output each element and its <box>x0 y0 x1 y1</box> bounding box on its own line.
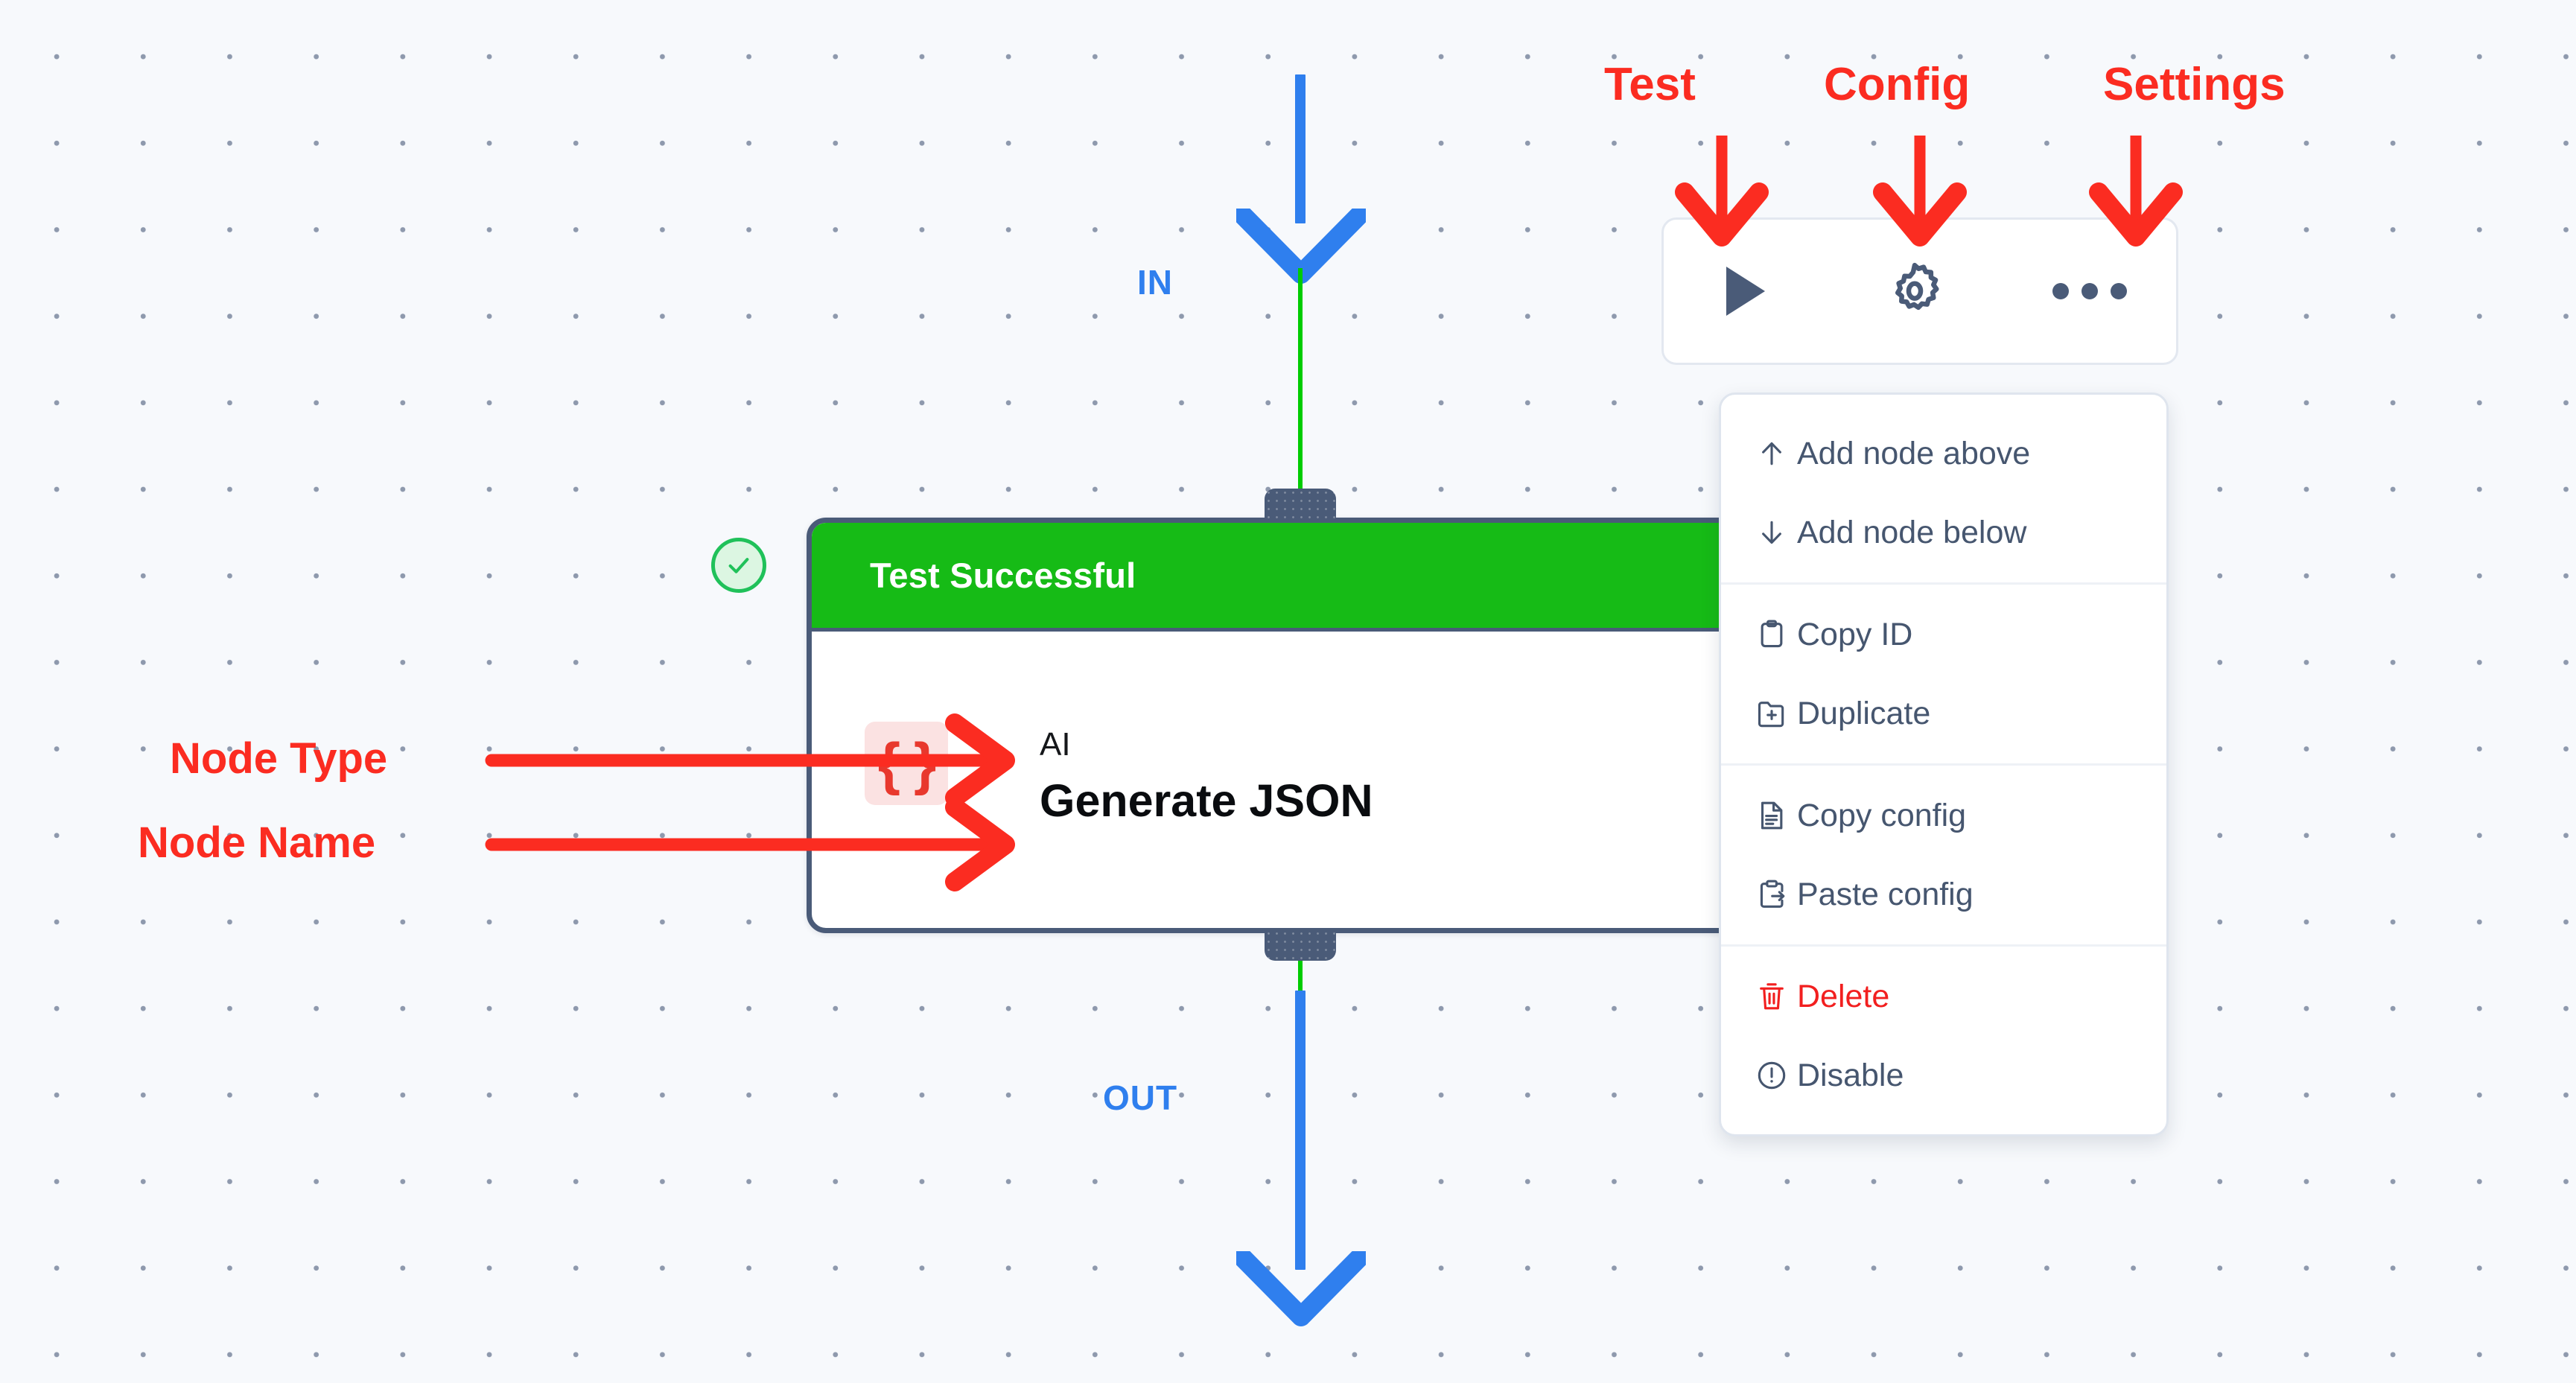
exclamation-circle-icon <box>1755 1059 1797 1092</box>
node-status-title: Test Successful <box>870 556 1136 595</box>
workflow-node[interactable]: Test Successful { } AI Generate JSON <box>807 518 1842 933</box>
menu-item-copy-config[interactable]: Copy config <box>1721 776 2166 855</box>
menu-item-disable[interactable]: Disable <box>1721 1036 2166 1115</box>
trash-icon <box>1755 980 1797 1013</box>
menu-item-add-node-above[interactable]: Add node above <box>1721 414 2166 493</box>
json-braces-icon: { } <box>865 722 948 805</box>
menu-label: Copy ID <box>1797 616 1913 652</box>
menu-item-duplicate[interactable]: Duplicate <box>1721 674 2166 753</box>
gear-icon <box>1895 262 1939 311</box>
folder-plus-icon <box>1755 697 1797 730</box>
node-status-header: Test Successful <box>812 523 1836 632</box>
node-type-label: AI <box>1040 726 1071 763</box>
annotation-node-type: Node Type <box>170 734 388 783</box>
input-wire <box>1295 74 1306 223</box>
node-input-handle[interactable] <box>1265 489 1336 520</box>
settings-button[interactable] <box>2003 220 2176 363</box>
play-icon <box>1726 267 1765 316</box>
node-name-label: Generate JSON <box>1040 775 1373 826</box>
menu-item-copy-id[interactable]: Copy ID <box>1721 595 2166 674</box>
check-icon <box>728 558 749 573</box>
json-braces-glyph: { } <box>877 731 936 796</box>
menu-separator <box>1721 582 2166 585</box>
menu-separator <box>1721 944 2166 947</box>
input-connector-stub <box>1298 268 1303 492</box>
menu-item-delete[interactable]: Delete <box>1721 957 2166 1036</box>
menu-label: Copy config <box>1797 797 1967 833</box>
document-lines-icon <box>1755 799 1797 832</box>
menu-label: Disable <box>1797 1057 1904 1093</box>
annotation-config: Config <box>1824 59 1971 110</box>
config-button[interactable] <box>1826 220 2003 363</box>
menu-label: Add node above <box>1797 435 2031 471</box>
clipboard-icon <box>1755 618 1797 651</box>
output-wire <box>1295 991 1306 1270</box>
output-wire-arrowhead <box>1236 1251 1366 1326</box>
in-label: IN <box>1137 263 1173 302</box>
menu-item-add-node-below[interactable]: Add node below <box>1721 493 2166 572</box>
arrow-up-icon <box>1755 437 1797 470</box>
annotation-test: Test <box>1604 59 1696 110</box>
arrow-down-icon <box>1755 516 1797 549</box>
out-label: OUT <box>1103 1078 1178 1117</box>
annotation-node-name: Node Name <box>138 818 376 867</box>
ellipsis-icon <box>2052 283 2127 299</box>
menu-label: Duplicate <box>1797 695 1931 731</box>
node-output-handle[interactable] <box>1265 929 1336 961</box>
node-body: { } AI Generate JSON <box>812 632 1836 928</box>
menu-separator <box>1721 763 2166 766</box>
menu-label: Paste config <box>1797 876 1974 912</box>
menu-item-paste-config[interactable]: Paste config <box>1721 855 2166 934</box>
menu-label: Delete <box>1797 978 1890 1014</box>
clipboard-arrow-icon <box>1755 878 1797 911</box>
status-badge <box>711 538 766 593</box>
run-button[interactable] <box>1664 220 1826 363</box>
node-toolbar[interactable] <box>1661 217 2178 365</box>
menu-label: Add node below <box>1797 514 2027 550</box>
node-context-menu[interactable]: Add node above Add node below Copy ID <box>1719 392 2169 1136</box>
annotation-settings: Settings <box>2103 59 2286 110</box>
